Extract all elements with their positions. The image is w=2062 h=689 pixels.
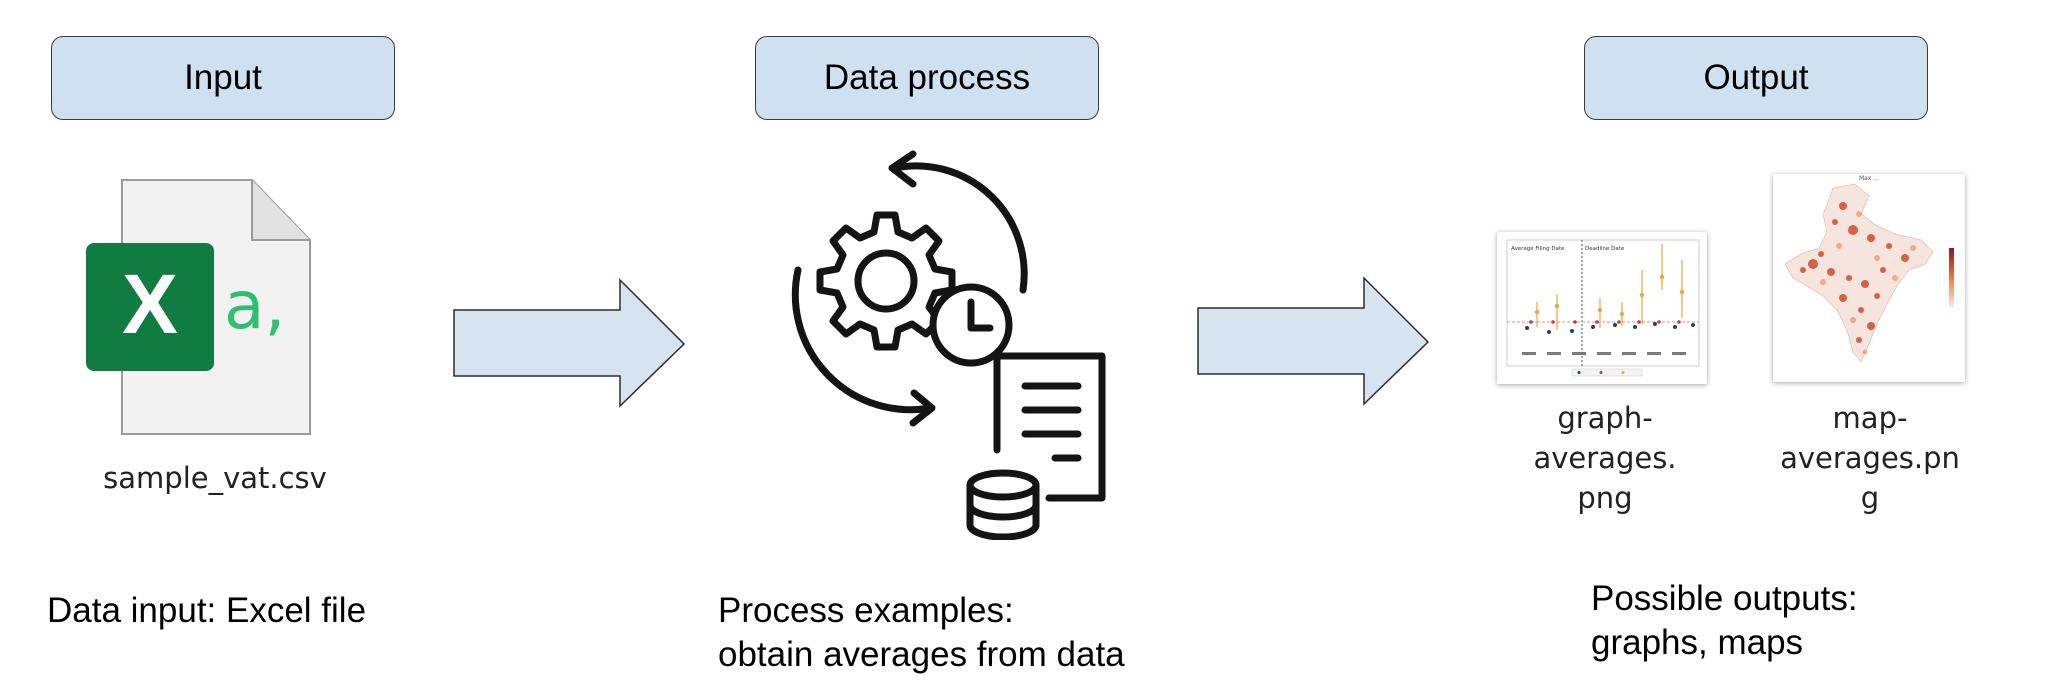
output-header: Output [1584,36,1928,120]
map-file-name-line2: g [1860,481,1880,515]
process-caption-line1: Process examples: [718,591,1014,630]
graph-file-name-line1: graph-averages. [1533,401,1677,475]
process-to-output-arrow [1197,276,1430,406]
map-thumbnail: Max ... [1773,174,1965,382]
cycle-arrow-top-icon [891,162,1028,294]
excel-logo-square [86,243,214,371]
input-to-process-arrow [453,278,686,408]
input-file-name: sample_vat.csv [103,461,327,495]
document-icon [993,352,1106,502]
output-caption-line1: Possible outputs: [1591,579,1858,618]
map-file-name-line1: map-averages.pn [1780,401,1960,475]
graph-file-name: graph-averages. png [1495,398,1715,518]
graph-thumbnail-plot: Average Filing Date Deadline Date [1497,232,1707,384]
map-color-scale [1949,248,1954,308]
input-caption: Data input: Excel file [47,591,367,630]
gear-icon [816,211,956,351]
process-caption-line2: obtain averages from data [718,635,1125,674]
graph-thumb-title-right: Deadline Date [1585,246,1625,252]
map-thumb-title: Max ... [1859,175,1879,182]
graph-thumb-title-left: Average Filing Date [1511,246,1565,252]
input-header-label: Input [184,58,262,97]
graph-file-name-line2: png [1577,481,1633,515]
process-header: Data process [755,36,1099,120]
input-header: Input [51,36,395,120]
excel-suffix-text: a, [224,267,285,344]
map-thumbnail-plot: Max ... [1773,174,1965,382]
process-caption: Process examples: obtain averages from d… [718,589,1125,677]
output-caption-line2: graphs, maps [1591,623,1804,662]
map-file-name: map-averages.pn g [1755,398,1985,518]
output-caption: Possible outputs: graphs, maps [1591,577,1858,665]
process-header-label: Data process [823,58,1031,97]
excel-file-icon: X a, [86,179,311,435]
cycle-arrow-bottom-icon [791,266,934,414]
database-icon [966,469,1040,501]
graph-thumbnail: Average Filing Date Deadline Date [1497,232,1707,384]
gear-clock-database-icon [791,150,1106,540]
output-header-label: Output [1703,58,1809,97]
excel-logo-letter: X [122,257,178,351]
